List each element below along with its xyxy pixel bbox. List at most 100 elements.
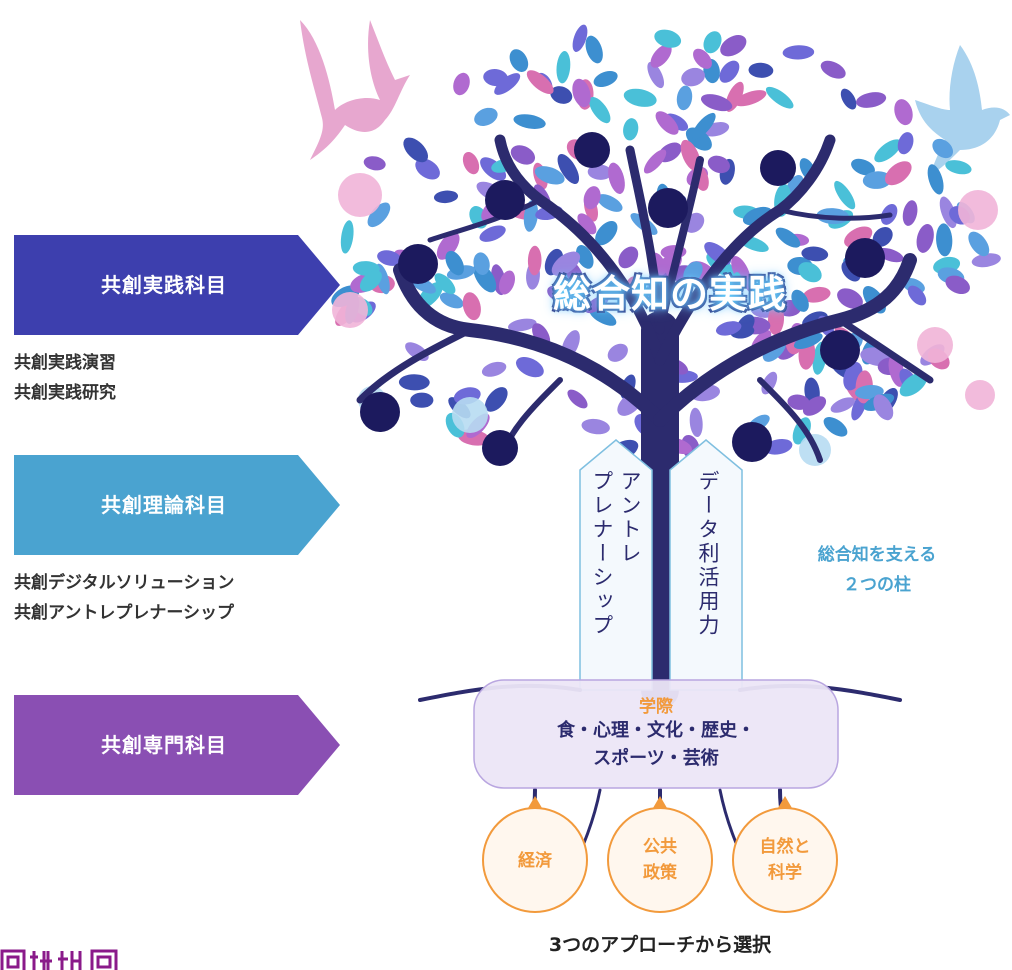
practice-subjects-title: 共創実践科目 xyxy=(101,273,227,297)
leaf xyxy=(367,202,391,228)
leaf xyxy=(509,49,529,72)
leaf xyxy=(513,114,546,129)
leaf xyxy=(623,118,639,141)
leaf xyxy=(410,392,434,408)
leaf xyxy=(856,92,887,108)
leaf xyxy=(589,307,617,326)
leaf xyxy=(515,356,544,378)
leaf xyxy=(897,132,914,155)
leaf xyxy=(623,88,657,107)
leaf xyxy=(507,318,537,332)
leaf xyxy=(445,250,464,276)
leaf xyxy=(527,245,542,276)
roots-line-1: 食・心理・文化・歴史・ xyxy=(557,720,755,741)
approach-circle-economy xyxy=(482,807,588,913)
leaf xyxy=(589,96,611,124)
leaf xyxy=(340,220,354,254)
leaf xyxy=(945,160,972,175)
leaf xyxy=(719,60,740,83)
leaf xyxy=(691,112,716,140)
roots-box xyxy=(473,679,839,789)
leaf xyxy=(693,48,712,69)
theory-item: 共創デジタルソリューション xyxy=(14,573,235,593)
logo-icon xyxy=(0,949,118,970)
leaf xyxy=(916,223,934,253)
leaf xyxy=(462,151,480,175)
leaf xyxy=(576,245,594,269)
support-line-2: ２つの柱 xyxy=(843,575,911,595)
leaf xyxy=(654,29,682,48)
leaf xyxy=(676,85,693,111)
leaf xyxy=(874,139,902,163)
approach-economy-label: 経済 xyxy=(518,851,552,871)
leaf xyxy=(567,389,588,409)
leaf xyxy=(618,246,639,269)
practice-item: 共創実践演習 xyxy=(14,353,116,373)
leaf xyxy=(862,171,892,189)
leaf xyxy=(720,35,747,57)
roots-label: 学際 食・心理・文化・歴史・ スポーツ・芸術 xyxy=(474,680,838,788)
theory-subjects-list: 共創デジタルソリューション 共創アントレプレナーシップ xyxy=(14,568,234,628)
specialized-subjects-arrow: 共創専門科目 xyxy=(14,695,340,795)
leaf xyxy=(436,232,460,260)
leaf xyxy=(823,417,848,437)
blue-bird-icon xyxy=(915,45,1010,175)
leaf xyxy=(655,111,679,135)
leaf xyxy=(415,158,440,180)
leaf xyxy=(681,67,705,87)
leaf xyxy=(572,78,591,108)
leaf xyxy=(585,35,603,64)
leaf xyxy=(434,273,456,295)
leaf xyxy=(872,227,893,247)
leaf xyxy=(748,62,774,78)
leaf xyxy=(801,246,829,262)
leaf xyxy=(820,60,846,79)
leaf xyxy=(707,155,730,174)
leaf xyxy=(899,372,928,397)
leaf xyxy=(793,332,823,350)
theory-item: 共創アントレプレナーシップ xyxy=(14,603,234,623)
leaf xyxy=(729,272,743,305)
leaf xyxy=(581,418,610,435)
support-line-1: 総合知を支える xyxy=(817,545,937,565)
leaf xyxy=(473,252,490,275)
leaf xyxy=(932,138,954,159)
leaf xyxy=(557,154,580,184)
leaf xyxy=(585,295,609,314)
leaf xyxy=(439,292,464,309)
leaf xyxy=(608,162,625,194)
leaf xyxy=(595,220,618,246)
leaf xyxy=(499,270,515,295)
tree-branches xyxy=(356,134,934,709)
leaf xyxy=(587,164,613,180)
leaf xyxy=(363,156,386,171)
leaf xyxy=(359,270,382,292)
leaf xyxy=(398,374,430,391)
leaf xyxy=(593,70,618,88)
approach-circle-nature xyxy=(732,807,838,913)
leaf xyxy=(765,86,794,109)
leaf xyxy=(650,44,672,68)
leaf xyxy=(791,289,809,312)
leaf xyxy=(700,94,733,112)
leaf xyxy=(945,275,970,295)
leaf xyxy=(775,227,801,248)
approach-nature-line-1: 自然と xyxy=(759,837,811,857)
leaf xyxy=(787,394,810,410)
leaf xyxy=(526,70,554,94)
approach-policy-label: 公共 政策 xyxy=(605,834,715,886)
up-arrow-icon xyxy=(528,796,792,816)
leaf xyxy=(782,45,815,60)
leaf xyxy=(481,361,507,377)
practice-subjects-list: 共創実践演習 共創実践研究 xyxy=(14,348,116,408)
leaf xyxy=(474,107,498,126)
leaf xyxy=(689,407,703,438)
approach-nature-label: 自然と 科学 xyxy=(730,834,840,886)
leaf xyxy=(597,194,623,212)
leaf xyxy=(572,24,588,52)
leaf xyxy=(731,255,751,287)
practice-item: 共創実践研究 xyxy=(14,383,116,403)
leaf xyxy=(683,261,703,284)
leaf xyxy=(902,200,918,226)
